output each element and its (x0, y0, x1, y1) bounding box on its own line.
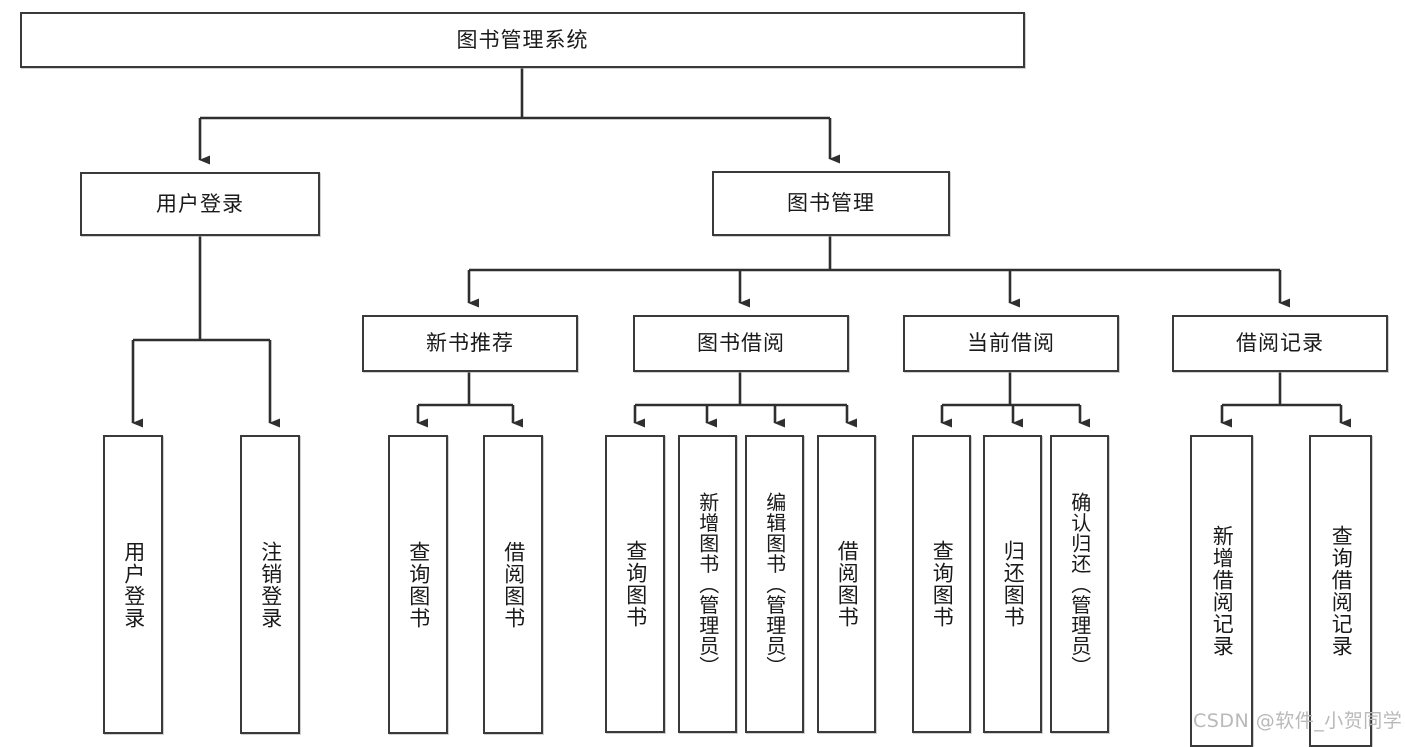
node-leaf-query-book-borrow-label: 查询图书 (623, 540, 648, 628)
node-leaf-confirm-return[interactable]: 确认归还（管理员） (1050, 435, 1109, 733)
csdn-watermark: CSDN @软件_小贺同学 (1193, 710, 1403, 732)
node-leaf-query-book-borrow[interactable]: 查询图书 (605, 435, 665, 733)
node-leaf-return-book[interactable]: 归还图书 (983, 435, 1042, 733)
node-book-borrow-label: 图书借阅 (697, 331, 785, 355)
node-user-login-label: 用户登录 (156, 191, 244, 216)
node-leaf-logout-label: 注销登录 (258, 540, 283, 629)
node-new-book-rec-label: 新书推荐 (426, 331, 514, 355)
node-leaf-query-book-rec-label: 查询图书 (406, 540, 431, 629)
node-leaf-edit-book-label: 编辑图书（管理员） (762, 491, 787, 677)
node-leaf-query-record[interactable]: 查询借阅记录 (1309, 435, 1372, 747)
node-leaf-logout[interactable]: 注销登录 (240, 435, 300, 734)
node-book-borrow[interactable]: 图书借阅 (633, 315, 849, 372)
node-leaf-borrow-book-rec[interactable]: 借阅图书 (483, 435, 543, 734)
node-leaf-query-book-rec[interactable]: 查询图书 (388, 435, 448, 734)
node-leaf-add-book-label: 新增图书（管理员） (695, 491, 720, 677)
node-user-login[interactable]: 用户登录 (80, 172, 320, 236)
node-leaf-borrow-book-label: 借阅图书 (835, 540, 860, 628)
node-leaf-confirm-return-label: 确认归还（管理员） (1067, 491, 1092, 677)
node-borrow-record[interactable]: 借阅记录 (1172, 315, 1388, 372)
node-leaf-borrow-book[interactable]: 借阅图书 (817, 435, 876, 733)
node-leaf-query-book-current-label: 查询图书 (930, 540, 955, 628)
node-leaf-return-book-label: 归还图书 (1001, 540, 1026, 628)
node-leaf-user-login-label: 用户登录 (121, 540, 146, 629)
node-current-borrow[interactable]: 当前借阅 (903, 315, 1119, 372)
node-leaf-user-login[interactable]: 用户登录 (103, 435, 163, 734)
node-current-borrow-label: 当前借阅 (967, 331, 1055, 355)
node-root-label: 图书管理系统 (456, 27, 589, 52)
node-borrow-record-label: 借阅记录 (1236, 331, 1324, 355)
node-leaf-edit-book[interactable]: 编辑图书（管理员） (745, 435, 804, 733)
node-root[interactable]: 图书管理系统 (20, 12, 1025, 68)
node-new-book-rec[interactable]: 新书推荐 (362, 315, 578, 372)
node-leaf-add-record-label: 新增借阅记录 (1210, 525, 1235, 657)
node-leaf-add-record[interactable]: 新增借阅记录 (1190, 435, 1253, 747)
node-book-manage[interactable]: 图书管理 (712, 171, 950, 236)
node-leaf-add-book[interactable]: 新增图书（管理员） (678, 435, 737, 733)
node-leaf-query-book-current[interactable]: 查询图书 (912, 435, 971, 733)
node-leaf-query-record-label: 查询借阅记录 (1329, 525, 1354, 657)
node-book-manage-label: 图书管理 (787, 191, 875, 215)
node-leaf-borrow-book-rec-label: 借阅图书 (501, 540, 526, 629)
